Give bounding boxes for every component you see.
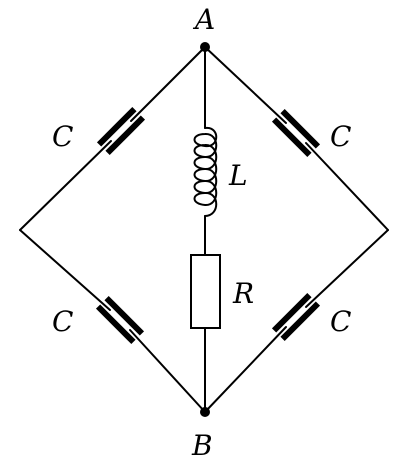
capacitor-upper-right: [271, 108, 321, 158]
capacitor-plate: [280, 108, 321, 149]
capacitor-plate: [105, 115, 146, 156]
resistor-box: [190, 254, 221, 329]
wire-right-vertex-to-cap-lower-right: [305, 229, 389, 308]
wire-left-vertex-to-cap-lower-left: [19, 229, 111, 311]
capacitor-plate: [280, 301, 321, 342]
node-a-label: A: [192, 3, 215, 36]
capacitor-plate: [104, 295, 145, 336]
capacitor-plate: [95, 304, 136, 345]
upper-right-branch: [204, 46, 389, 231]
capacitor-upper-right-label: C: [330, 120, 351, 153]
capacitor-plate: [271, 292, 312, 333]
capacitor-lower-right: [271, 292, 321, 342]
inductor-label: L: [228, 159, 248, 192]
wire-cap-upper-right-to-right-vertex: [305, 142, 389, 231]
capacitor-lower-left: [95, 295, 145, 345]
capacitor-lower-right-label: C: [330, 305, 351, 338]
node-a-dot: [200, 42, 210, 52]
wire-a-to-cap-upper-right: [204, 46, 287, 124]
lower-right-branch: [204, 229, 389, 413]
inductor-coil: [193, 126, 218, 217]
capacitor-lower-left-label: C: [52, 305, 73, 338]
wire-cap-lower-right-to-b: [204, 326, 287, 413]
lower-left-branch: [19, 229, 206, 413]
wire-cap-upper-left-to-left-vertex: [19, 140, 112, 231]
center-branch: [190, 46, 221, 413]
capacitor-upper-left-label: C: [52, 120, 73, 153]
capacitor-plate: [96, 106, 137, 147]
node-b-dot: [200, 407, 210, 417]
wire-a-to-cap-upper-left: [130, 46, 206, 122]
capacitor-plate: [271, 117, 312, 158]
wire-cap-lower-left-to-b: [129, 329, 206, 413]
node-b-label: B: [191, 429, 213, 462]
upper-left-branch: [19, 46, 206, 231]
resistor-label: R: [232, 277, 254, 310]
capacitor-upper-left: [96, 106, 146, 156]
